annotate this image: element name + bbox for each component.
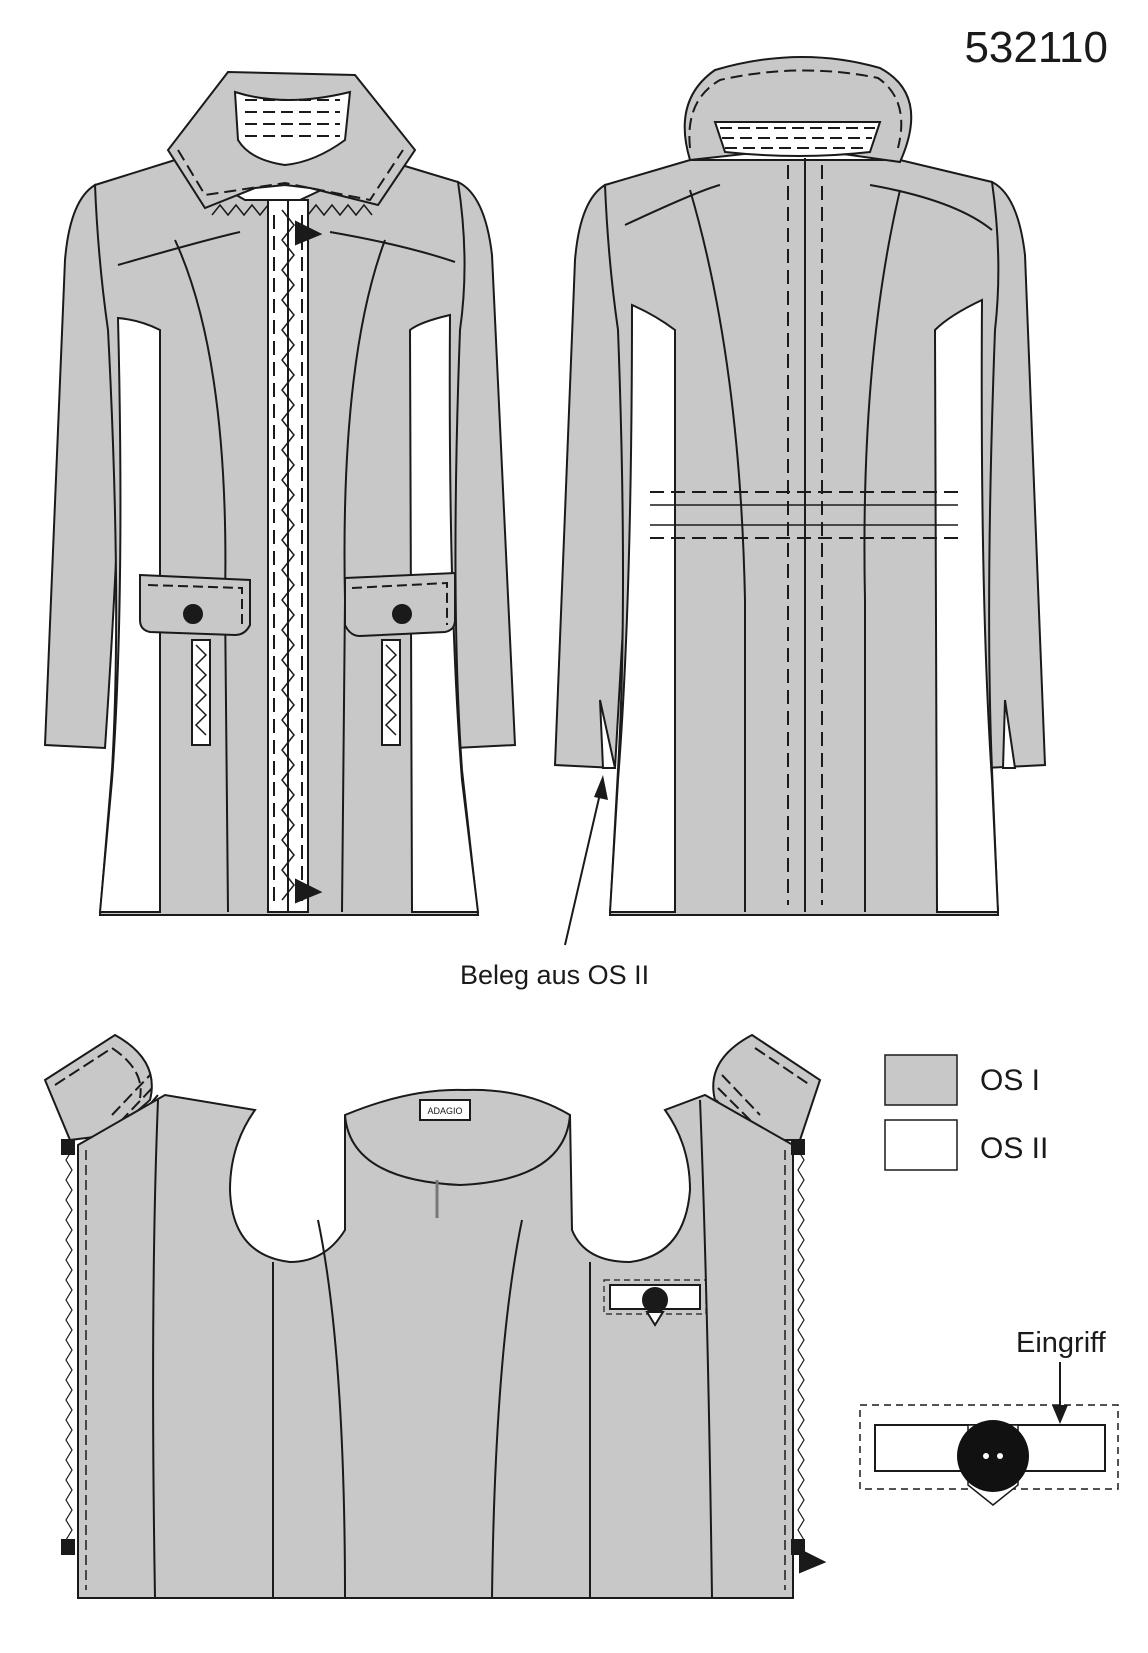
front-right-pocket-stitching [351,581,448,625]
front-left-side-panel [98,316,162,913]
front-left-pocket-stitching [147,584,243,625]
detail-button [957,1420,1029,1492]
inner-right-zigzag [797,1149,805,1551]
front-seam-3 [341,239,386,913]
back-left-side-panel [608,303,677,913]
brand-label-tag [419,1099,471,1121]
back-waist-band [650,491,958,539]
inner-zipper-pull [799,1549,825,1573]
front-collar-zigzag [211,203,373,217]
front-zipper-teeth [281,209,295,901]
back-center-stitching [787,165,823,905]
inner-left-zigzag [65,1149,73,1551]
pocket-detail: Eingriff [859,1327,1119,1506]
inner-neckline [344,1114,571,1187]
legend-os1-label: OS I [980,1064,1040,1097]
inner-view: ADAGIO [43,1033,825,1599]
inner-body [77,1088,794,1599]
back-collar-stitching [688,69,903,149]
legend-os2-label: OS II [980,1132,1048,1165]
back-right-sleeve-vent [1001,699,1017,769]
legend: OS I OS II [884,1054,1048,1171]
back-view [553,56,1047,916]
facing-annotation: Beleg aus OS II [460,775,649,990]
front-seam-2 [174,239,229,913]
front-seam-1 [117,231,241,266]
inner-side-stitching [85,1150,786,1590]
front-right-button [392,604,412,624]
legend-os1-swatch [884,1054,958,1106]
back-left-sleeve-vent [599,699,617,769]
brand-label: ADAGIO [427,1106,462,1116]
back-right-side-panel [933,298,1000,913]
front-zipper-stitching [273,215,303,905]
article-number: 532110 [964,23,1108,72]
opening-note: Eingriff [1016,1327,1107,1359]
front-seam-4 [329,231,456,263]
facing-note: Beleg aus OS II [460,960,649,990]
legend-os2-swatch [884,1119,958,1171]
front-left-button [183,604,203,624]
front-view [43,70,517,916]
front-collar-stitching [177,99,404,202]
